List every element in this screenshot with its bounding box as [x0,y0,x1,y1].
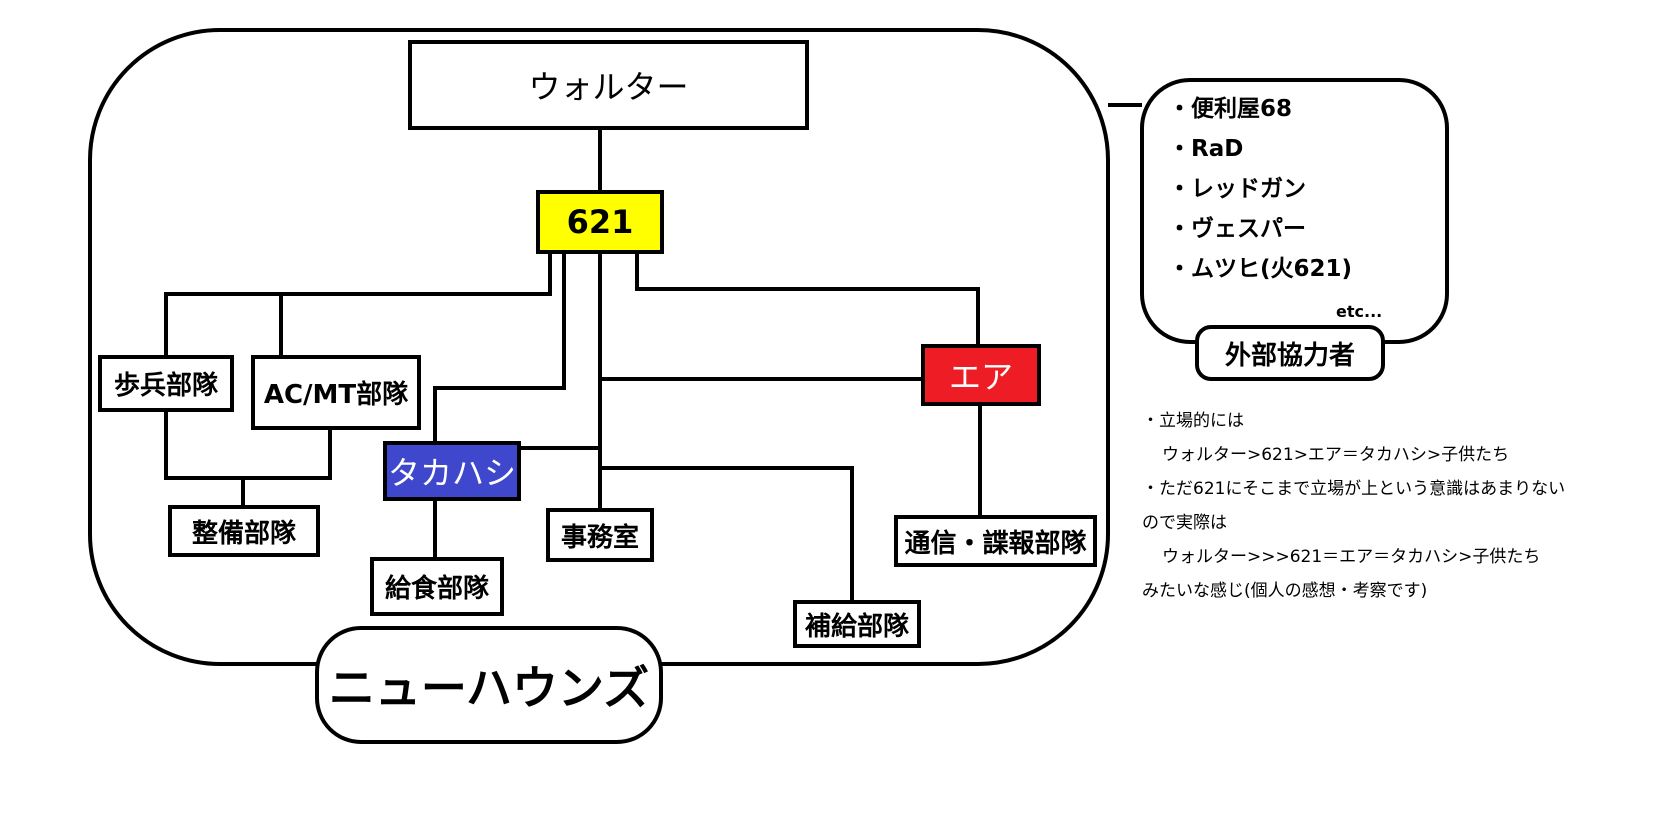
commander-621-box: 621 [536,190,664,254]
newhounds-label: ニューハウンズ [315,626,663,744]
note-line: ・立場的には [1142,411,1244,431]
external-member: ・ヴェスパー [1168,216,1306,242]
note-line: ので実際は [1142,513,1227,533]
note-line: ・ただ621にそこまで立場が上という意識はあまりない [1142,479,1566,499]
link-621-air [635,252,980,346]
external-collaborators-list: ・便利屋68 ・RaD ・レッドガン ・ヴェスパー ・ムツヒ(火621) [1168,92,1438,292]
link-621-takahashi-side [433,252,566,444]
external-member: ・便利屋68 [1168,96,1293,122]
external-etc: etc... [1336,302,1383,321]
link-infantry-acmt-maintenance [164,410,332,480]
note-line: ウォルター>621>エア＝タカハシ>子供たち [1162,445,1510,465]
air-box: エア [921,344,1041,406]
note-line: ウォルター>>>621＝エア＝タカハシ>子供たち [1162,547,1541,567]
external-member: ・レッドガン [1168,176,1306,202]
intel-unit-box: 通信・諜報部隊 [894,515,1097,567]
walter-box: ウォルター [408,40,809,130]
external-member: ・ムツヒ(火621) [1168,256,1353,282]
maintenance-unit-box: 整備部隊 [168,505,320,557]
link-trunk-supply [600,466,854,602]
link-621-infantry-acmt [164,252,552,358]
ac-mt-unit-box: AC/MT部隊 [251,355,421,430]
note-line: みたいな感じ(個人の感想・考察です) [1142,581,1428,601]
external-member: ・RaD [1168,136,1244,162]
infantry-unit-box: 歩兵部隊 [98,355,234,412]
office-box: 事務室 [546,508,654,562]
supply-unit-box: 補給部隊 [793,600,921,648]
takahashi-box: タカハシ [383,441,521,501]
hierarchy-notes: ・立場的には ウォルター>621>エア＝タカハシ>子供たち ・ただ621にそこま… [1142,404,1572,608]
catering-unit-box: 給食部隊 [370,557,504,616]
external-collaborators-label: 外部協力者 [1195,325,1385,381]
